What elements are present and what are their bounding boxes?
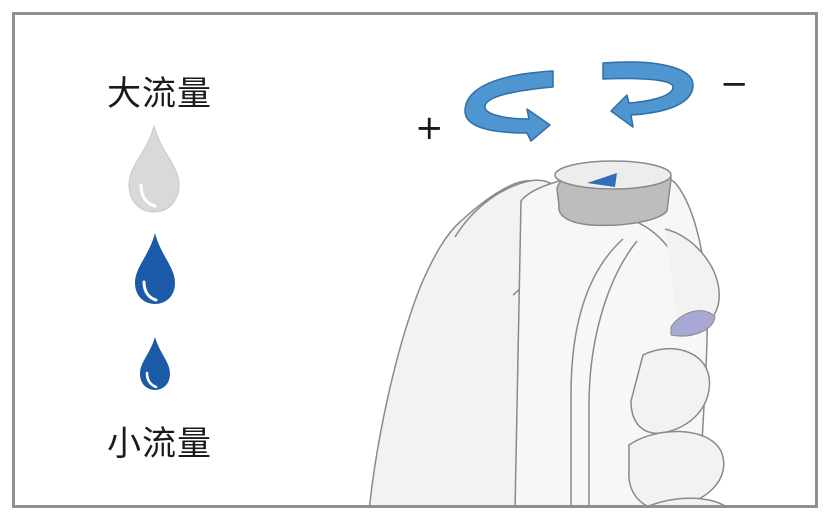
knob-marker-icon <box>587 173 617 187</box>
hand-with-device <box>368 160 725 505</box>
water-drop-light-icon <box>128 124 180 213</box>
rotate-arrow-icon <box>464 70 554 142</box>
rotate-arrow-icon <box>602 61 694 128</box>
plus-sign: + <box>415 108 444 148</box>
illustration <box>128 61 725 505</box>
water-drop-blue-icon <box>135 233 175 304</box>
minus-sign: − <box>720 64 749 104</box>
low-flow-label: 小流量 <box>107 424 212 464</box>
high-flow-label: 大流量 <box>107 74 212 114</box>
water-drop-blue-small-icon <box>140 337 170 390</box>
diagram-frame: 大流量 小流量 + − <box>12 12 818 508</box>
